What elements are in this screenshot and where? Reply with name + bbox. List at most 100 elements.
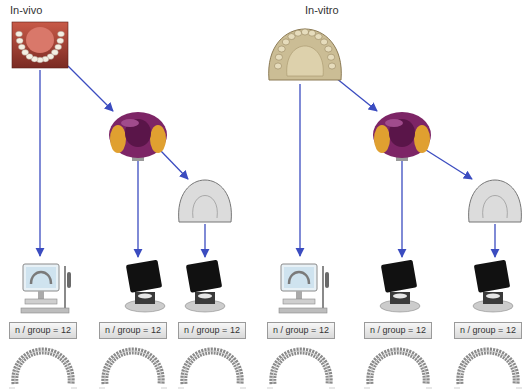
scanner-plate — [486, 294, 500, 299]
intraoral-photo — [12, 22, 68, 68]
cast-outline — [179, 180, 232, 222]
monitor — [23, 264, 59, 291]
sample-size: n / group = 12 — [370, 326, 426, 336]
model-tooth — [308, 30, 315, 36]
cart-pole — [322, 266, 324, 308]
model-palate — [287, 46, 324, 76]
group-box: n / group = 12 — [178, 322, 246, 339]
impression-tray — [373, 112, 431, 161]
arch-teeth — [273, 351, 329, 384]
sample-size: n / group = 12 — [273, 326, 329, 336]
cart-pole — [64, 266, 66, 308]
arch-scan — [9, 351, 77, 388]
monitor-stand — [38, 291, 44, 299]
arch-teeth — [184, 351, 240, 384]
scanner-lid — [126, 260, 162, 293]
scanner-lid — [474, 260, 510, 293]
tooth — [58, 31, 65, 37]
arch-teeth — [105, 351, 161, 384]
arch-scan — [178, 351, 246, 388]
group-box: n / group = 12 — [99, 322, 167, 339]
scanner-lid — [186, 260, 222, 293]
lab-scanner-icon — [185, 260, 225, 312]
arch-outline — [15, 351, 71, 384]
scanner-body — [135, 292, 155, 304]
model-tooth — [320, 39, 327, 45]
flow-arrow — [299, 84, 300, 256]
arch-teeth — [15, 351, 71, 384]
sample-size: n / group = 12 — [105, 326, 161, 336]
model-tooth — [328, 63, 335, 69]
stone-cast — [469, 180, 522, 222]
axis-tick — [426, 388, 432, 389]
axis-tick — [71, 388, 77, 389]
model-tooth — [275, 54, 282, 60]
flow-arrow — [68, 66, 113, 111]
tooth — [55, 44, 62, 50]
scanner-plate — [393, 294, 407, 299]
scanner-wand — [325, 272, 329, 288]
impression-tray — [109, 112, 167, 161]
screen — [26, 267, 56, 288]
model-tooth — [327, 54, 334, 60]
impression-material — [150, 125, 166, 153]
axis-tick — [516, 388, 522, 389]
flow-arrow — [137, 158, 138, 257]
screen-scan — [31, 272, 51, 284]
flow-arrow — [336, 78, 377, 111]
axis-tick — [454, 388, 460, 389]
lab-scanner-icon — [473, 260, 513, 312]
dental-model — [269, 29, 342, 80]
flow-arrow — [160, 150, 188, 179]
cast-palate — [193, 196, 218, 219]
axis-tick — [329, 388, 335, 389]
flow-arrow — [494, 224, 495, 257]
arch-scan — [364, 351, 432, 388]
screen — [284, 267, 314, 288]
scanner-lid — [381, 260, 417, 293]
keyboard — [283, 299, 315, 304]
palate — [26, 27, 54, 53]
sample-size: n / group = 12 — [184, 326, 240, 336]
section-heading: In-vitro — [305, 4, 339, 16]
scanner-body — [483, 292, 503, 304]
scanner-body — [390, 292, 410, 304]
arch-scan — [454, 351, 522, 388]
arch-teeth — [460, 351, 516, 384]
scanner-body — [195, 292, 215, 304]
group-box: n / group = 12 — [9, 322, 77, 339]
cart-base — [279, 308, 327, 313]
cast-outline — [469, 180, 522, 222]
model-tooth — [274, 63, 281, 69]
tooth — [16, 38, 23, 44]
flow-arrow — [204, 224, 205, 257]
axis-tick — [240, 388, 246, 389]
intraoral-scanner-icon — [21, 264, 71, 313]
axis-tick — [99, 388, 105, 389]
impression-highlight — [121, 119, 139, 127]
axis-tick — [161, 388, 167, 389]
axis-tick — [9, 388, 15, 389]
flow-arrow — [426, 150, 472, 179]
impression-outer — [373, 112, 431, 158]
sample-size: n / group = 12 — [15, 326, 71, 336]
flow-arrow — [39, 70, 40, 256]
group-box: n / group = 12 — [267, 322, 335, 339]
scanner-plate — [138, 294, 152, 299]
arch-scan — [267, 351, 335, 388]
arch-teeth — [370, 351, 426, 384]
impression-material — [110, 125, 126, 153]
group-box: n / group = 12 — [454, 322, 522, 339]
axis-tick — [364, 388, 370, 389]
tooth — [18, 44, 25, 50]
screen-scan — [289, 272, 309, 284]
cast-palate — [483, 196, 508, 219]
model-tooth — [278, 46, 285, 52]
arch-outline — [105, 351, 161, 384]
scanner-wand — [67, 272, 71, 288]
arch-outline — [370, 351, 426, 384]
model-tooth — [325, 46, 332, 52]
scanner-plate — [198, 294, 212, 299]
group-box: n / group = 12 — [364, 322, 432, 339]
